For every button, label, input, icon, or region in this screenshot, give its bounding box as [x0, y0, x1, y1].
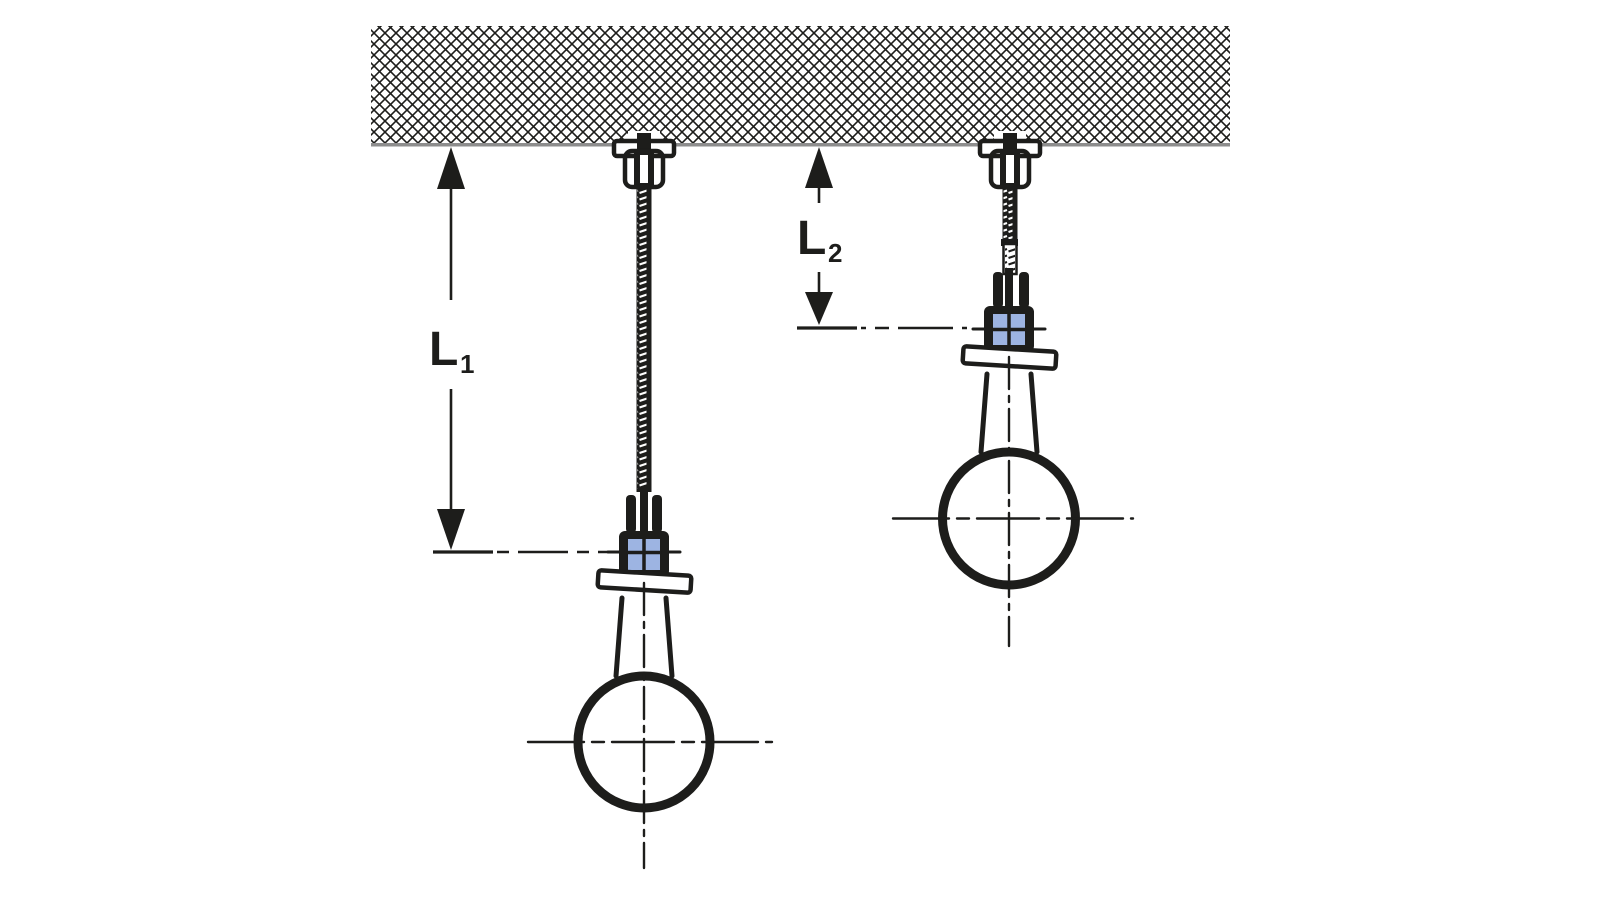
arrowhead-down-icon: [437, 509, 465, 550]
centerlines-left: [526, 507, 774, 870]
clamp-band-left-edge: [613, 595, 625, 679]
dim-l2-label: L 2: [797, 212, 842, 268]
clamp-band-left-edge: [978, 371, 990, 455]
anchor-socket-slot: [640, 155, 648, 183]
insulator-block-right: [971, 306, 1047, 352]
hanger-assembly-left: [526, 131, 774, 870]
arrowhead-up-icon: [805, 147, 833, 188]
clamp-band-right-edge: [663, 595, 675, 679]
centerlines-right: [891, 284, 1135, 648]
rod-threads: [1003, 189, 1013, 241]
ceiling-hatch-area: [371, 26, 1230, 144]
ceiling-bottom-edge: [371, 143, 1230, 147]
ceiling-anchor-right: [977, 131, 1043, 190]
rod-threads: [637, 189, 647, 489]
clamp-band-right-edge: [1028, 371, 1040, 455]
insulator-block-left: [606, 531, 682, 577]
arrowhead-up-icon: [437, 147, 465, 189]
adjustment-stud-threads: [1005, 246, 1015, 272]
dimension-l2: L 2: [797, 147, 971, 330]
hanger-assembly-right: [891, 131, 1135, 648]
dimension-l1: L 1: [429, 147, 611, 554]
dim-l1-label: L 1: [429, 323, 474, 379]
connector-bar: [1019, 272, 1029, 308]
ceiling-anchor-left: [611, 131, 677, 190]
rod-coupling-cap: [1001, 239, 1018, 246]
ceiling-slab: [371, 26, 1230, 147]
rod-connector-left: [626, 495, 662, 533]
connector-bar: [652, 495, 662, 533]
connector-bar: [626, 495, 636, 533]
rod-connector-right: [993, 272, 1029, 308]
threaded-rod-left: [636, 186, 652, 533]
anchor-socket-slot: [1006, 155, 1014, 183]
connector-bar: [993, 272, 1003, 308]
arrowhead-down-icon: [805, 292, 833, 325]
